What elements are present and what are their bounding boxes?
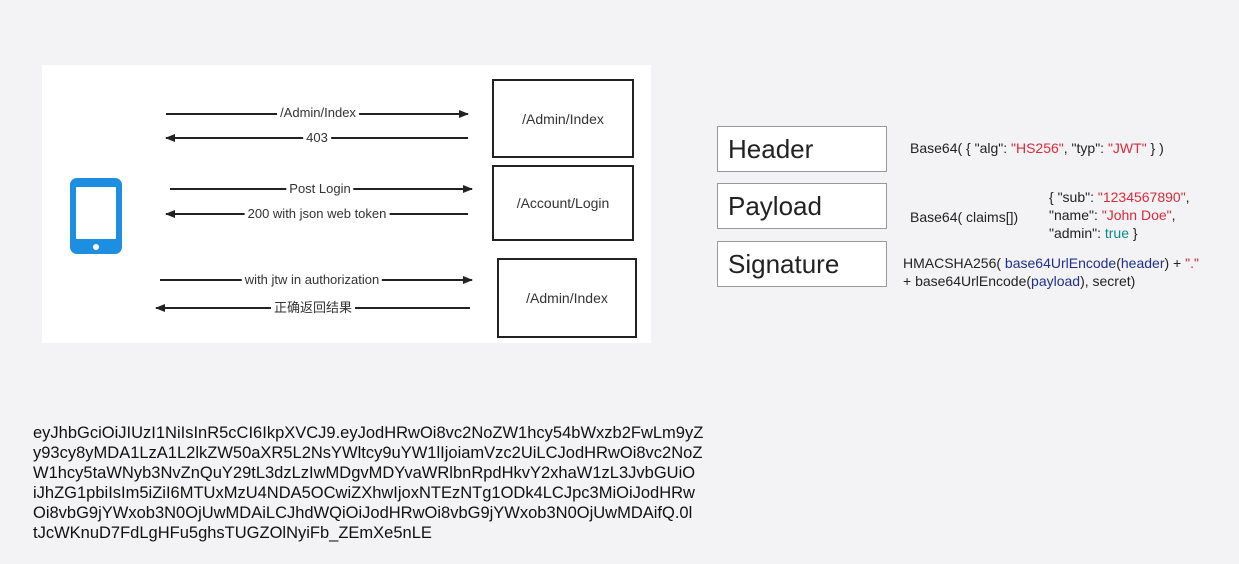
- token-line: y93cy8yMDA1LzA1L2lkZW50aXR5L2NsYWltcy9uY…: [33, 444, 703, 462]
- server-admin-index-2: /Admin/Index: [497, 258, 637, 338]
- jwt-token-text: eyJhbGciOiJIUzI1NiIsInR5cCI6IkpXVCJ9.eyJ…: [33, 423, 753, 543]
- token-line: eyJhbGciOiJIUzI1NiIsInR5cCI6IkpXVCJ9.eyJ…: [33, 424, 704, 442]
- jwt-payload-box: Payload: [717, 183, 887, 229]
- jwt-signature-box: Signature: [717, 241, 887, 287]
- token-line: tJcWKnuD7FdLgHFu5ghsTUGZOlNyiFb_ZEmXe5nL…: [33, 524, 432, 542]
- token-line: iJhZG1pbiIsIm5iZiI6MTUxMzU4NDA5OCwiZXhwI…: [33, 484, 695, 502]
- arrow-label-post-login: Post Login: [286, 182, 354, 196]
- server-admin-index: /Admin/Index: [492, 79, 634, 158]
- signature-formula: HMACSHA256( base64UrlEncode(header) + ".…: [903, 255, 1199, 289]
- token-line: Oi8vbG9jYWxob3N0OjUwMDAiLCJhdWQiOiJodHRw…: [33, 504, 693, 522]
- arrow-label-jtw-authorization: with jtw in authorization: [241, 273, 383, 287]
- payload-claims: { "sub": "1234567890", "name": "John Doe…: [1049, 189, 1190, 241]
- arrow-label-correct-result: 正确返回结果: [270, 301, 356, 315]
- arrow-label-admin-index: /Admin/Index: [277, 106, 359, 120]
- token-line: W1hcy5taWNyb3NvZnQuY29tL3dzLzIwMDgvMDYva…: [33, 464, 696, 482]
- arrow-label-403: 403: [303, 131, 331, 145]
- server-account-login: /Account/Login: [492, 165, 634, 241]
- jwt-header-box: Header: [717, 126, 887, 172]
- phone-icon: [70, 178, 122, 254]
- header-encoding: Base64( { "alg": "HS256", "typ": "JWT" }…: [910, 140, 1164, 156]
- payload-function: Base64( claims[]): [910, 209, 1019, 225]
- arrow-label-200-jwt: 200 with json web token: [244, 207, 390, 221]
